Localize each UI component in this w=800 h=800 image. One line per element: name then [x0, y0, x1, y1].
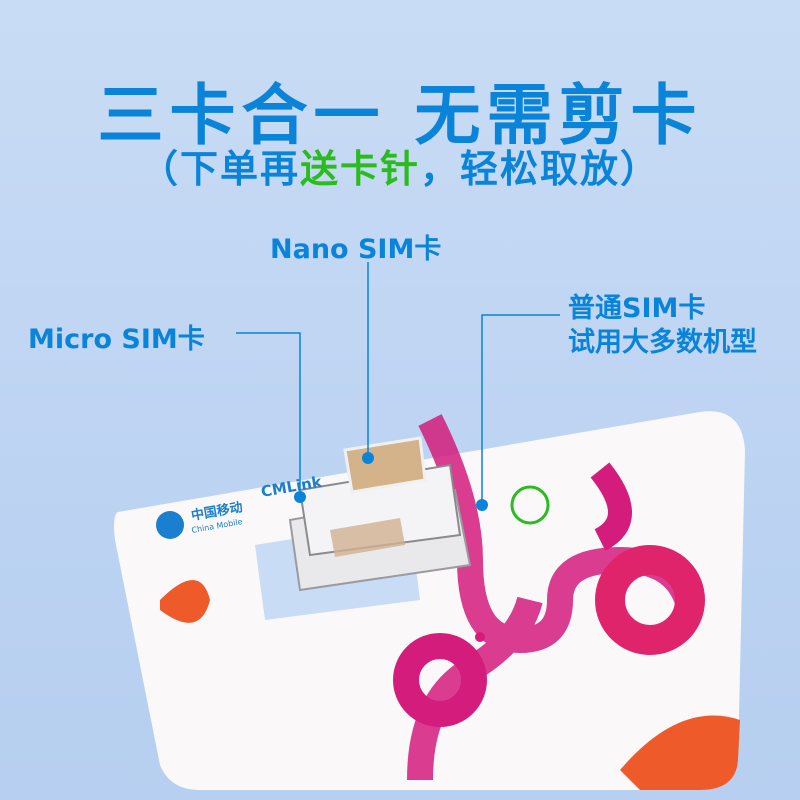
subline-text-end: ，轻松取放） [420, 147, 661, 191]
subline: （下单再送卡针，轻松取放） [0, 138, 800, 193]
subline-text: （下单再 [139, 147, 300, 191]
headline: 三卡合一 无需剪卡 [97, 77, 703, 154]
subline-highlight: 送卡针 [299, 147, 420, 191]
card-ring [393, 633, 487, 727]
sim-card [114, 411, 745, 790]
china-mobile-logo [156, 511, 184, 539]
card-ring [595, 545, 705, 655]
card-swirl [590, 462, 632, 551]
nano-sim-label: Nano SIM卡 [270, 234, 442, 265]
standard-sim-label: 普通SIM卡 [568, 293, 706, 324]
standard-sim-compat-label: 试用大多数机型 [568, 327, 757, 358]
nano-sim-chip [343, 436, 427, 494]
micro-sim-label: Micro SIM卡 [28, 324, 205, 355]
